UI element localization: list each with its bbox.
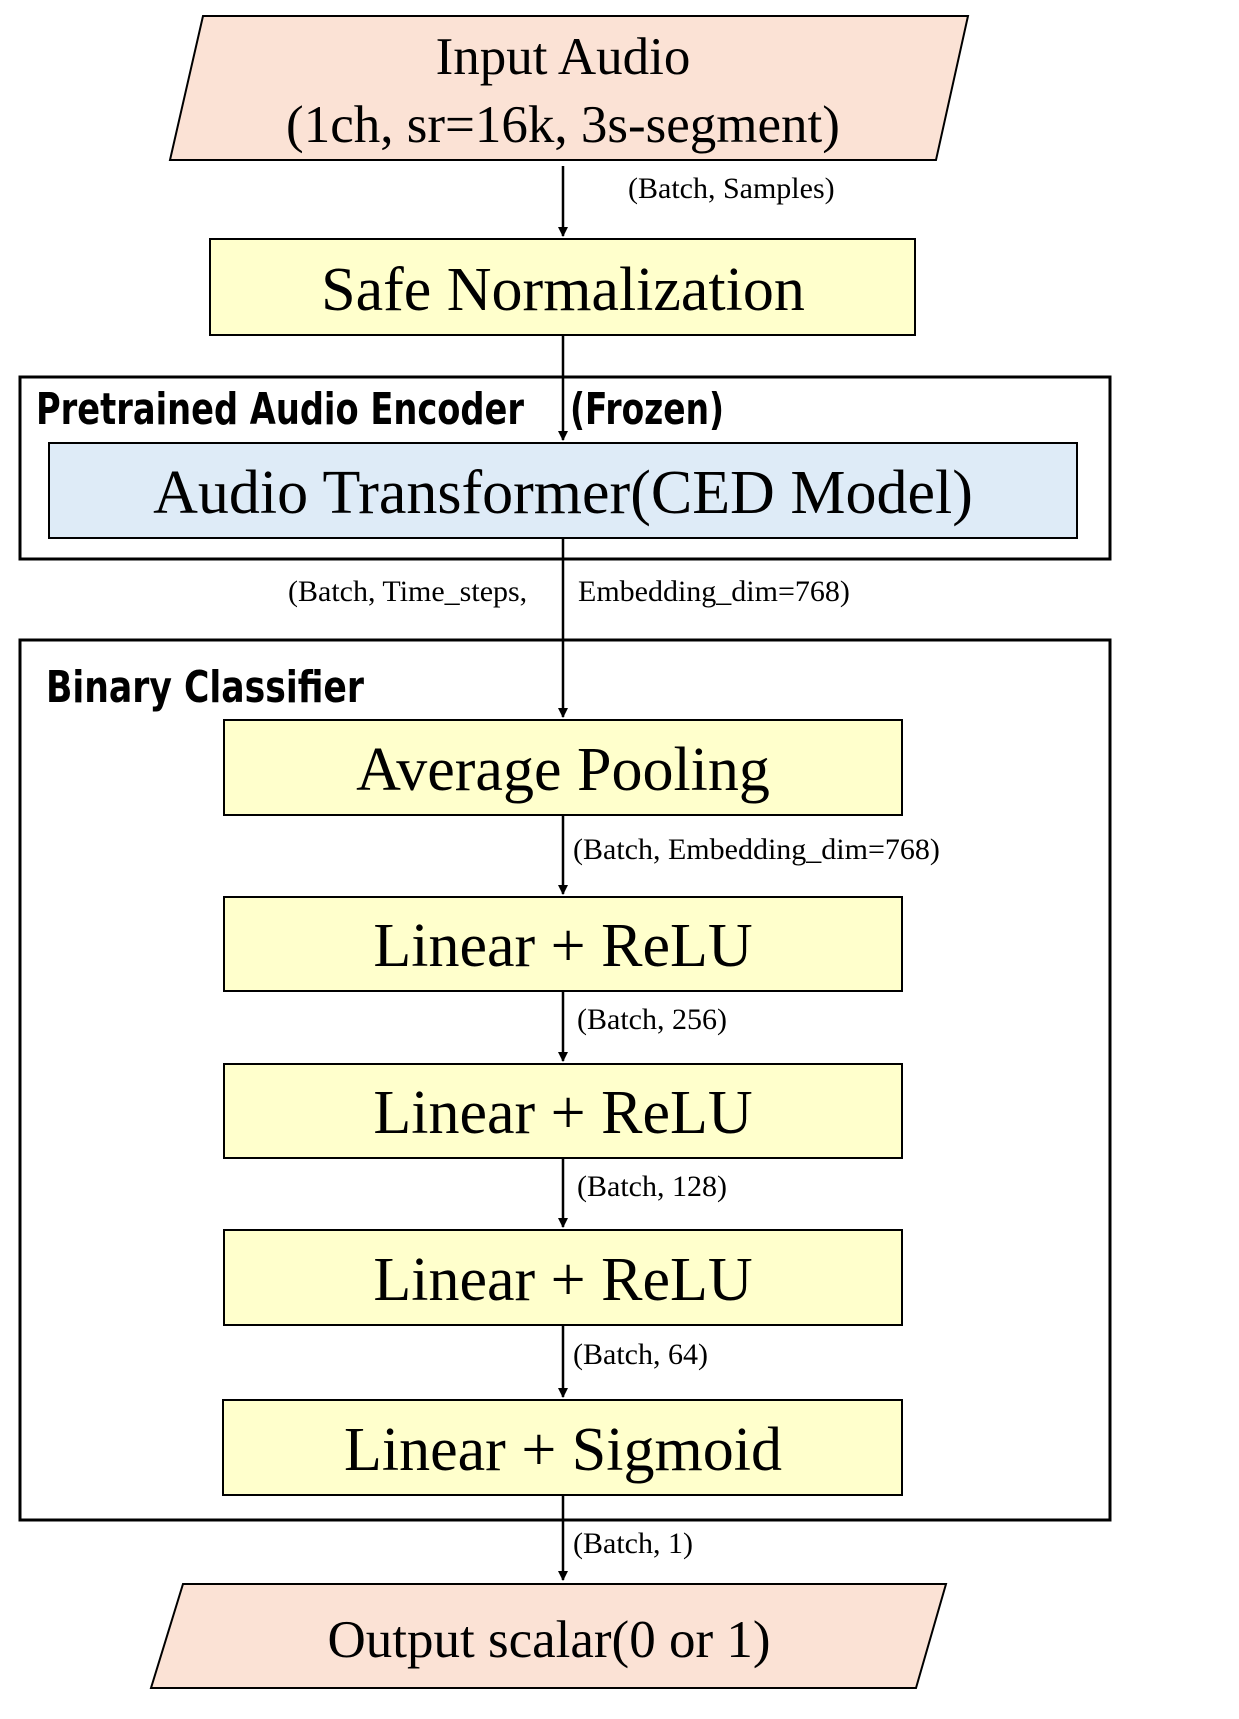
linear-relu-1-label: Linear + ReLU bbox=[373, 912, 752, 980]
encoder-group-title: Pretrained Audio Encoder bbox=[36, 384, 524, 435]
audio-transformer-block bbox=[48, 442, 1078, 539]
shape-label-encoder-out-b: Embedding_dim=768) bbox=[578, 575, 850, 608]
input-audio-node bbox=[168, 15, 970, 161]
shape-label-fc3: (Batch, 64) bbox=[573, 1338, 708, 1371]
linear-relu-3-label: Linear + ReLU bbox=[373, 1246, 752, 1314]
linear-sigmoid-block bbox=[222, 1399, 903, 1496]
normalization-label: Safe Normalization bbox=[321, 256, 805, 324]
input-audio-spec: (1ch, sr=16k, 3s-segment) bbox=[286, 96, 840, 154]
classifier-group-title: Binary Classifier bbox=[46, 662, 364, 713]
output-scalar-node bbox=[149, 1583, 948, 1689]
linear-relu-3-block bbox=[223, 1229, 903, 1326]
linear-sigmoid-label: Linear + Sigmoid bbox=[344, 1416, 782, 1484]
shape-label-pooled: (Batch, Embedding_dim=768) bbox=[573, 833, 940, 866]
audio-transformer-label: Audio Transformer(CED Model) bbox=[153, 459, 973, 527]
input-audio-title: Input Audio bbox=[436, 28, 691, 86]
average-pooling-label: Average Pooling bbox=[356, 736, 770, 804]
linear-relu-1-block bbox=[223, 896, 903, 992]
shape-label-encoder-out-a: (Batch, Time_steps, bbox=[288, 575, 527, 608]
linear-relu-2-label: Linear + ReLU bbox=[373, 1079, 752, 1147]
average-pooling-block bbox=[223, 719, 903, 816]
normalization-block bbox=[209, 238, 916, 336]
shape-label-fc1: (Batch, 256) bbox=[577, 1003, 727, 1036]
linear-relu-2-block bbox=[223, 1063, 903, 1159]
shape-label-fc2: (Batch, 128) bbox=[577, 1170, 727, 1203]
encoder-group-box bbox=[18, 375, 1112, 561]
shape-label-input: (Batch, Samples) bbox=[628, 172, 835, 205]
classifier-group-box bbox=[18, 638, 1112, 1522]
shape-label-output: (Batch, 1) bbox=[573, 1527, 693, 1560]
encoder-frozen-tag: (Frozen) bbox=[570, 384, 724, 435]
output-scalar-label: Output scalar(0 or 1) bbox=[328, 1611, 771, 1669]
